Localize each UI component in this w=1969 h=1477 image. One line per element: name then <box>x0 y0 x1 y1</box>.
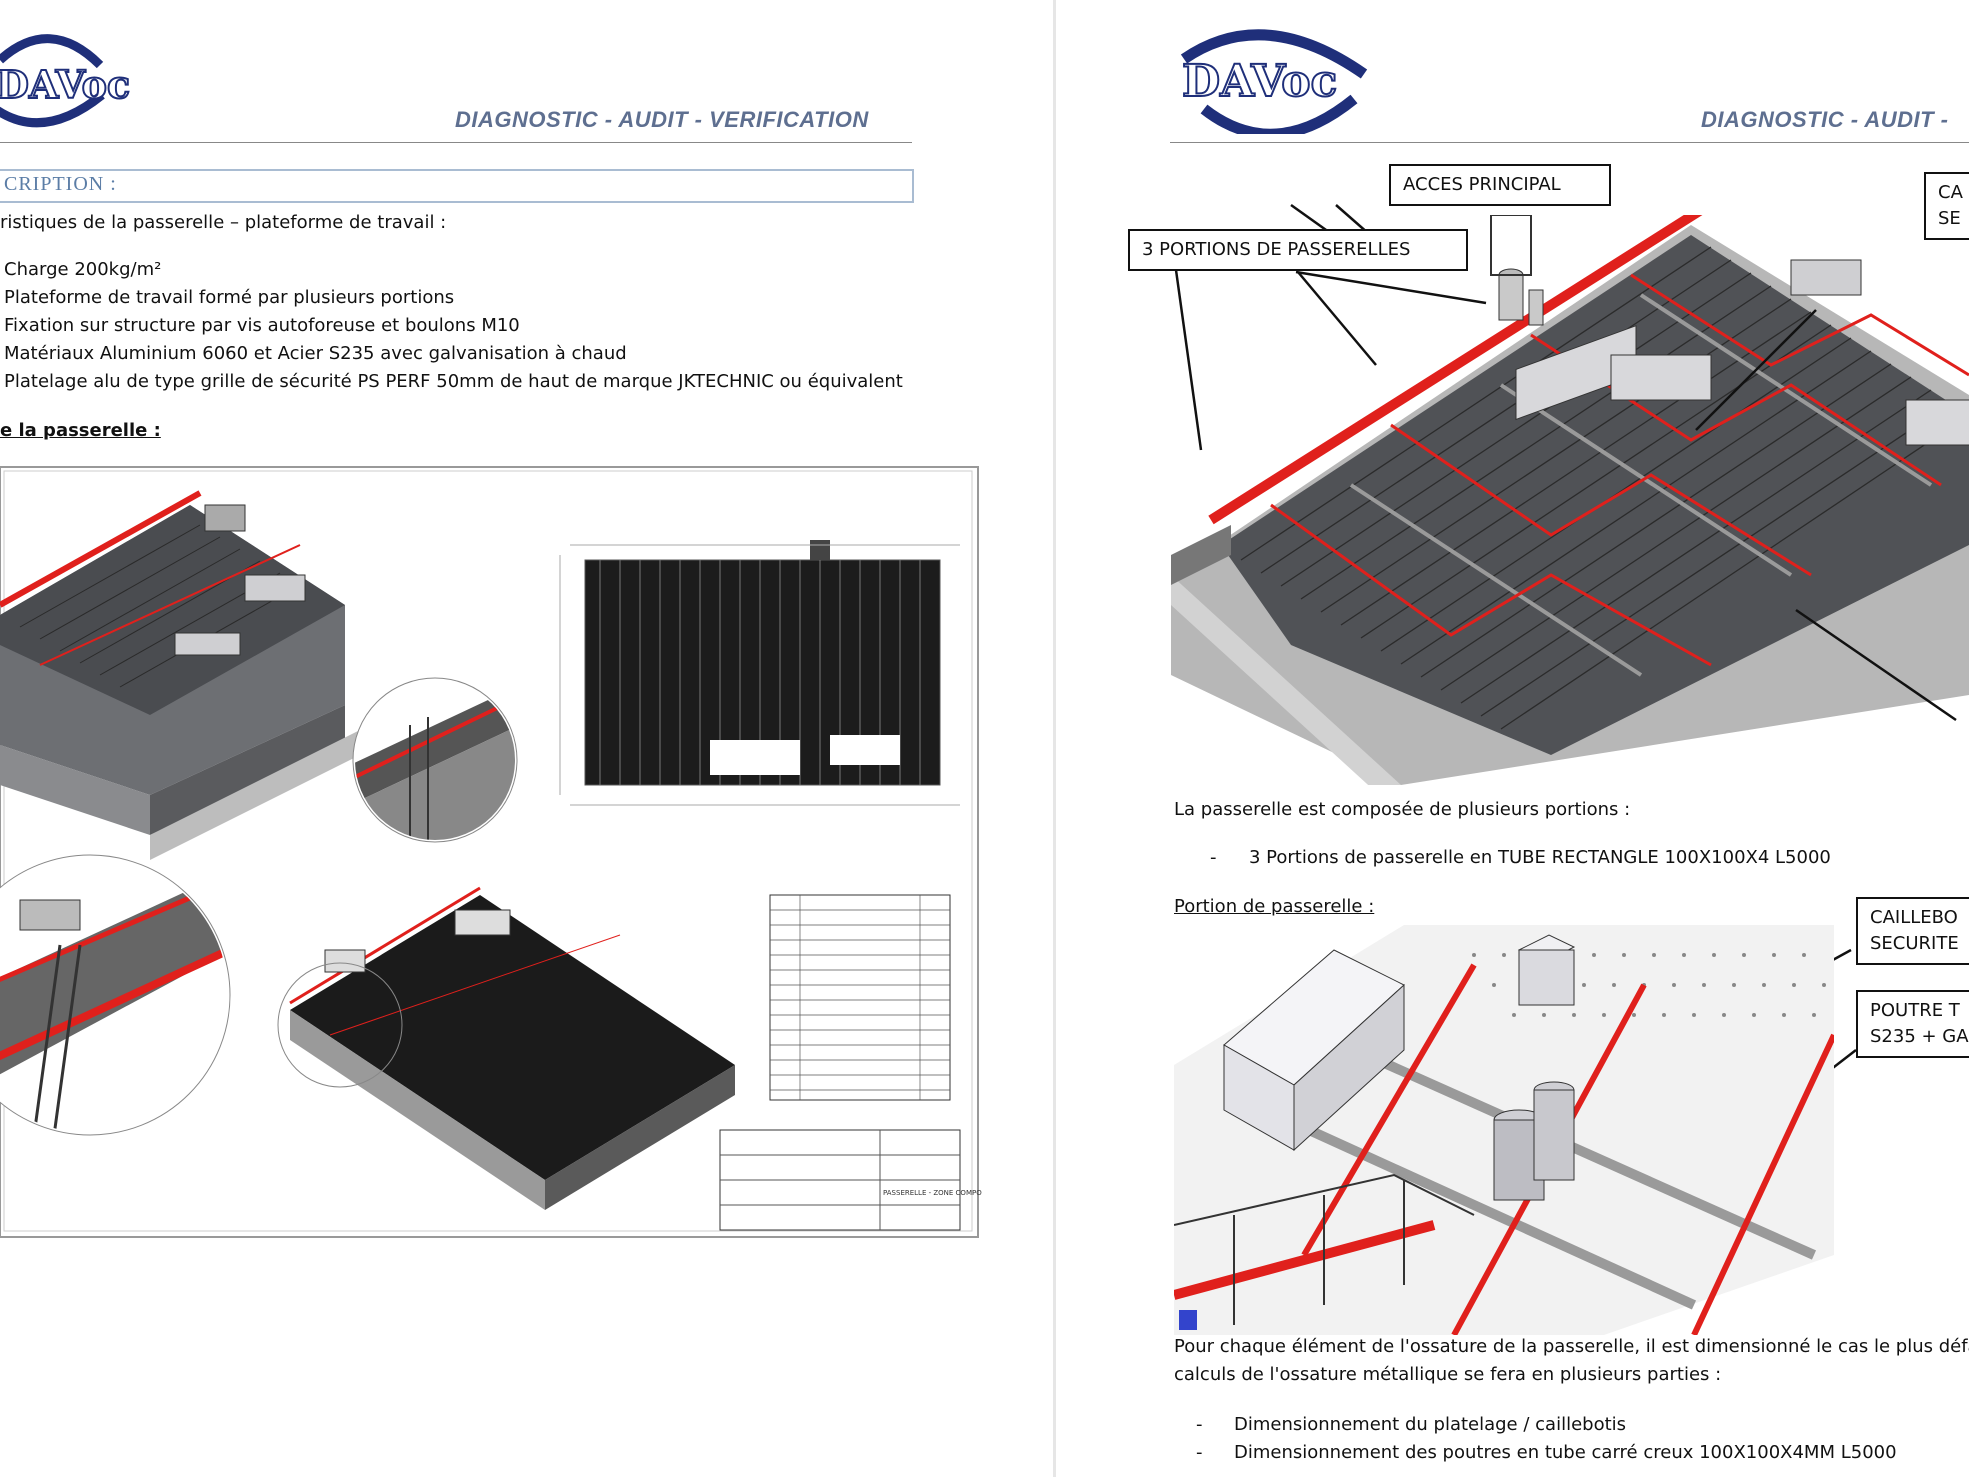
section-title: CRIPTION : <box>0 169 914 203</box>
portion-render <box>1174 925 1834 1335</box>
bullet2-dash-1: - <box>1196 1414 1203 1435</box>
bullet-4: Matériaux Aluminium 6060 et Acier S235 a… <box>4 343 627 364</box>
callout-acces-principal: ACCES PRINCIPAL <box>1389 164 1611 206</box>
paragraph-dimensioning-line2: calculs de l'ossature métallique se fera… <box>1174 1364 1722 1385</box>
title-block: PASSERELLE - ZONE COMPOSTE - PARTIE C <box>719 1129 982 1231</box>
davoc-logo: DAVoc <box>1180 29 1368 134</box>
document-page-right: DAVoc DIAGNOSTIC - AUDIT - <box>1056 0 1969 1477</box>
parts-list-table <box>769 894 951 1101</box>
davoc-logo: DAVoc <box>0 34 130 128</box>
page-divider <box>1053 0 1056 1477</box>
passerelle-iso-render <box>1171 215 1969 785</box>
intro-text: ristiques de la passerelle – plateforme … <box>0 212 447 233</box>
paragraph-composition: La passerelle est composée de plusieurs … <box>1174 799 1631 820</box>
subheading: e la passerelle : <box>0 420 161 441</box>
paragraph-dimensioning-line1: Pour chaque élément de l'ossature de la … <box>1174 1336 1969 1357</box>
bullet2-dash-2: - <box>1196 1442 1203 1463</box>
bullet2-1: Dimensionnement du platelage / caillebot… <box>1234 1414 1627 1435</box>
header-rule <box>0 142 912 143</box>
detail-circle-2 <box>0 854 231 1136</box>
callout-portions: 3 PORTIONS DE PASSERELLES <box>1128 229 1468 271</box>
plan-view <box>559 540 960 806</box>
iso-view-bottom-middle <box>277 886 735 1210</box>
logo-text: DAVoc <box>1182 56 1337 107</box>
logo-text: DAVoc <box>0 62 130 107</box>
detail-circle-1 <box>352 677 518 843</box>
bullet-portions: 3 Portions de passerelle en TUBE RECTANG… <box>1249 847 1831 868</box>
bullet2-2: Dimensionnement des poutres en tube carr… <box>1234 1442 1897 1463</box>
bullet-1: Charge 200kg/m² <box>4 259 162 280</box>
document-page-left: DAVoc DIAGNOSTIC - AUDIT - VERIFICATION … <box>0 34 982 1238</box>
bullet-2: Plateforme de travail formé par plusieur… <box>4 287 455 308</box>
technical-drawing-sheet: PASSERELLE - ZONE COMPOSTE - PARTIE C <box>0 466 982 1238</box>
subheading-portion: Portion de passerelle : <box>1174 896 1375 917</box>
svg-text:PASSERELLE - ZONE COMPOSTE - P: PASSERELLE - ZONE COMPOSTE - PARTIE C <box>883 1189 982 1197</box>
header-rule <box>1170 142 1969 143</box>
header-title: DIAGNOSTIC - AUDIT - VERIFICATION <box>455 107 869 132</box>
bullet-dash: - <box>1210 847 1217 868</box>
iso-view-top-left <box>0 490 390 860</box>
bullet-5: Platelage alu de type grille de sécurité… <box>4 371 903 392</box>
bullet-3: Fixation sur structure par vis autoforeu… <box>4 315 520 336</box>
header-title: DIAGNOSTIC - AUDIT - <box>1701 107 1949 132</box>
